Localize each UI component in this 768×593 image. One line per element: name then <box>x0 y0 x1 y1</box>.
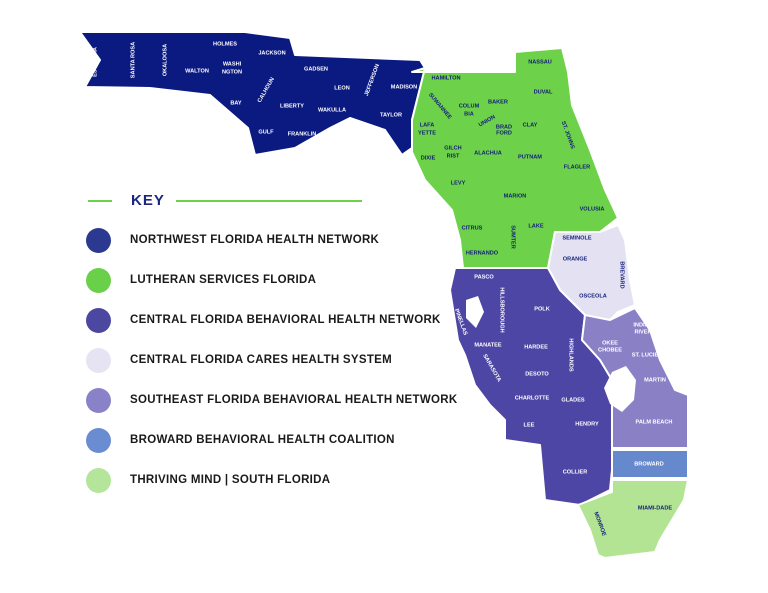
county-label: RIVER <box>634 329 651 335</box>
lake-okeechobee <box>604 366 636 412</box>
county-label: ALACHUA <box>474 150 502 156</box>
county-label: BROWARD <box>634 461 664 467</box>
county-label: HILLSBOROUGH <box>499 287 505 332</box>
legend-swatch <box>86 347 111 373</box>
county-label: DESOTO <box>525 371 549 377</box>
county-label: MADISON <box>391 84 417 90</box>
county-label: PALM BEACH <box>636 419 673 425</box>
county-label: OKALOOSA <box>162 44 168 76</box>
county-label: WAKULLA <box>318 107 346 113</box>
county-label: BAKER <box>488 99 508 105</box>
county-label: CITRUS <box>462 225 483 231</box>
county-label: CHARLOTTE <box>515 395 550 401</box>
county-label: MIAMI-DADE <box>638 505 672 511</box>
legend-swatch <box>86 387 111 413</box>
key-label: CENTRAL FLORIDA BEHAVIORAL HEALTH NETWOR… <box>130 314 441 326</box>
county-label: HOLMES <box>213 41 237 47</box>
county-label: COLUM <box>459 103 480 109</box>
county-label: GILCH <box>444 145 461 151</box>
county-label: ST. LUCIE <box>632 352 659 358</box>
county-label: SUMTER <box>510 225 516 249</box>
county-label: SEMINOLE <box>562 235 591 241</box>
county-label: WALTON <box>185 68 209 74</box>
county-label: LEE <box>524 422 535 428</box>
key-label: NORTHWEST FLORIDA HEALTH NETWORK <box>130 234 380 246</box>
county-label: COLLIER <box>563 469 588 475</box>
legend-swatch <box>86 427 111 453</box>
county-label: LAKE <box>528 223 543 229</box>
county-label: CLAY <box>523 122 538 128</box>
tampa-bay <box>466 296 484 328</box>
county-label: HAMILTON <box>431 75 460 81</box>
county-label: NGTON <box>222 69 242 75</box>
county-label: PUTNAM <box>518 154 542 160</box>
key-title: KEY <box>131 192 165 209</box>
county-label: PASCO <box>474 274 494 280</box>
county-label: BIA <box>464 111 474 117</box>
county-label: BRAD <box>496 124 512 130</box>
county-label: HIGHLANDS <box>568 338 574 372</box>
county-label: OKEE <box>602 340 618 346</box>
key-item-northwest: NORTHWEST FLORIDA HEALTH NETWORK <box>86 227 379 253</box>
key-divider-right <box>176 200 362 202</box>
key-item-central-cares: CENTRAL FLORIDA CARES HEALTH SYSTEM <box>86 347 392 373</box>
key-item-southeast: SOUTHEAST FLORIDA BEHAVIORAL HEALTH NETW… <box>86 387 457 413</box>
county-label: MARION <box>504 193 527 199</box>
county-label: MANATEE <box>474 342 502 348</box>
county-label: GLADES <box>561 397 585 403</box>
legend-swatch <box>86 267 111 293</box>
county-label: RIST <box>447 153 460 159</box>
county-label: NASSAU <box>528 59 552 65</box>
county-label: HENDRY <box>575 421 599 427</box>
legend-swatch <box>86 307 111 333</box>
legend-swatch <box>86 467 111 493</box>
key-divider-left <box>88 200 112 202</box>
county-label: VOLUSIA <box>580 206 605 212</box>
county-label: LEVY <box>451 180 466 186</box>
county-label: FLAGLER <box>564 164 590 170</box>
key-item-broward: BROWARD BEHAVIORAL HEALTH COALITION <box>86 427 395 453</box>
county-label: GULF <box>258 129 274 135</box>
key-item-thriving: THRIVING MIND | SOUTH FLORIDA <box>86 467 330 493</box>
region-broward <box>611 449 689 479</box>
key-item-lutheran: LUTHERAN SERVICES FLORIDA <box>86 267 316 293</box>
region-southeast <box>581 307 689 449</box>
county-label: JACKSON <box>258 50 285 56</box>
county-label: MARTIN <box>644 377 666 383</box>
region-thriving <box>577 479 689 559</box>
key-item-central-behavioral: CENTRAL FLORIDA BEHAVIORAL HEALTH NETWOR… <box>86 307 441 333</box>
county-label: TAYLOR <box>380 112 402 118</box>
county-label: ORANGE <box>563 256 588 262</box>
key-label: CENTRAL FLORIDA CARES HEALTH SYSTEM <box>130 354 393 366</box>
key-label: THRIVING MIND | SOUTH FLORIDA <box>130 474 331 486</box>
county-label: BREVARD <box>619 261 625 288</box>
county-label: HERNANDO <box>466 250 499 256</box>
county-label: GADSEN <box>304 66 328 72</box>
county-label: LIBERTY <box>280 103 304 109</box>
key-label: LUTHERAN SERVICES FLORIDA <box>130 274 317 286</box>
county-label: DIXIE <box>421 155 436 161</box>
key-label: SOUTHEAST FLORIDA BEHAVIORAL HEALTH NETW… <box>130 394 458 406</box>
county-label: LAFA <box>420 122 435 128</box>
county-label: FORD <box>496 130 512 136</box>
county-label: WASHI <box>223 61 242 67</box>
county-label: ESCAMBIA <box>92 47 98 77</box>
county-label: BAY <box>230 100 242 106</box>
county-label: LEON <box>334 85 350 91</box>
county-label: POLK <box>534 306 550 312</box>
county-label: INDIAN <box>633 322 652 328</box>
county-label: DUVAL <box>534 89 553 95</box>
county-label: FRANKLIN <box>288 131 317 137</box>
county-label: OSCEOLA <box>579 293 607 299</box>
county-label: CHOBEE <box>598 347 622 353</box>
key-label: BROWARD BEHAVIORAL HEALTH COALITION <box>130 434 395 446</box>
county-label: YETTE <box>418 130 436 136</box>
county-label: SANTA ROSA <box>130 42 136 78</box>
region-northwest <box>79 31 426 156</box>
county-label: HARDEE <box>524 344 548 350</box>
legend-swatch <box>86 227 111 253</box>
